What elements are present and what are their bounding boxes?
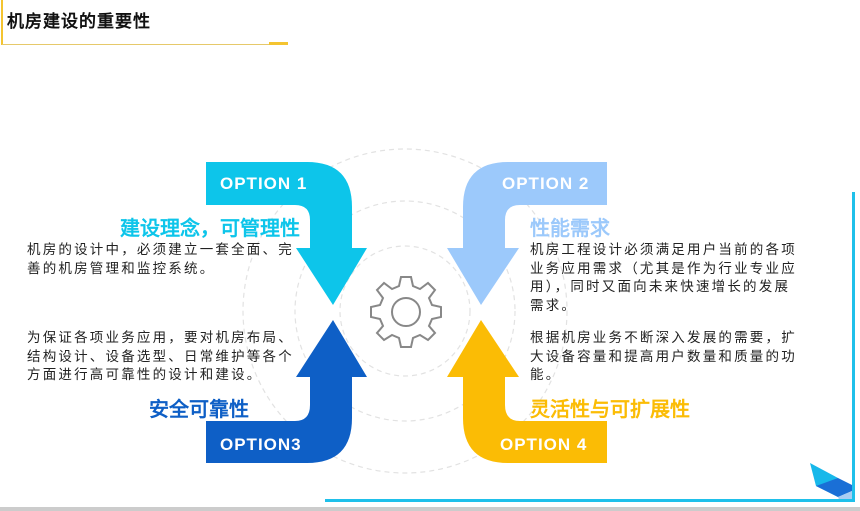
option3-description: 为保证各项业务应用，要对机房布局、 结构设计、设备选型、日常维护等各个 方面进行… <box>27 329 294 385</box>
option4-description: 根据机房业务不断深入发展的需要，扩 大设备容量和提高用户数量和质量的功 能。 <box>530 329 797 385</box>
title-underline <box>2 44 270 45</box>
text-line: 方面进行高可靠性的设计和建设。 <box>27 367 263 383</box>
gear-icon <box>370 276 442 348</box>
option3-heading: 安全可靠性 <box>149 397 249 421</box>
text-line: 能。 <box>530 367 562 383</box>
option2-description: 机房工程设计必须满足用户当前的各项 业务应用需求（尤其是作为行业专业应 用），同… <box>530 241 797 315</box>
option3-label: OPTION3 <box>220 435 302 454</box>
option4-heading: 灵活性与可扩展性 <box>530 397 690 421</box>
frame-border-right <box>852 192 855 501</box>
text-line: 用），同时又面向未来快速增长的发展 <box>530 279 791 295</box>
text-line: 大设备容量和提高用户数量和质量的功 <box>530 348 797 365</box>
laptop-icon <box>810 463 852 502</box>
dashed-circle-outer <box>242 148 568 474</box>
title-underline-accent <box>269 42 288 45</box>
option4-arrow <box>447 320 607 463</box>
option3-arrow <box>206 320 367 463</box>
text-line: 机房的设计中，必须建立一套全面、完 <box>27 242 294 258</box>
dashed-circles <box>242 148 568 474</box>
dashed-circle-middle <box>294 200 516 422</box>
title-accent-bar <box>1 0 3 45</box>
text-line: 需求。 <box>530 297 578 314</box>
text-line: 善的机房管理和监控系统。 <box>27 260 216 277</box>
text-line: 为保证各项业务应用，要对机房布局、 <box>27 330 294 346</box>
text-line: 结构设计、设备选型、日常维护等各个 <box>27 348 294 365</box>
option4-label: OPTION 4 <box>500 435 588 454</box>
option2-label: OPTION 2 <box>502 174 590 193</box>
option1-heading: 建设理念，可管理性 <box>120 216 300 240</box>
option2-heading: 性能需求 <box>530 216 610 240</box>
bottom-divider <box>0 507 860 511</box>
option1-label: OPTION 1 <box>220 174 308 193</box>
text-line: 业务应用需求（尤其是作为行业专业应 <box>530 260 797 277</box>
page-title: 机房建设的重要性 <box>7 12 151 32</box>
dashed-circle-inner <box>339 245 471 377</box>
text-line: 根据机房业务不断深入发展的需要，扩 <box>530 330 797 346</box>
option2-arrow <box>447 162 607 305</box>
option1-arrow <box>206 162 367 305</box>
option1-description: 机房的设计中，必须建立一套全面、完 善的机房管理和监控系统。 <box>27 241 294 278</box>
frame-border-bottom <box>325 499 855 502</box>
text-line: 机房工程设计必须满足用户当前的各项 <box>530 242 797 258</box>
